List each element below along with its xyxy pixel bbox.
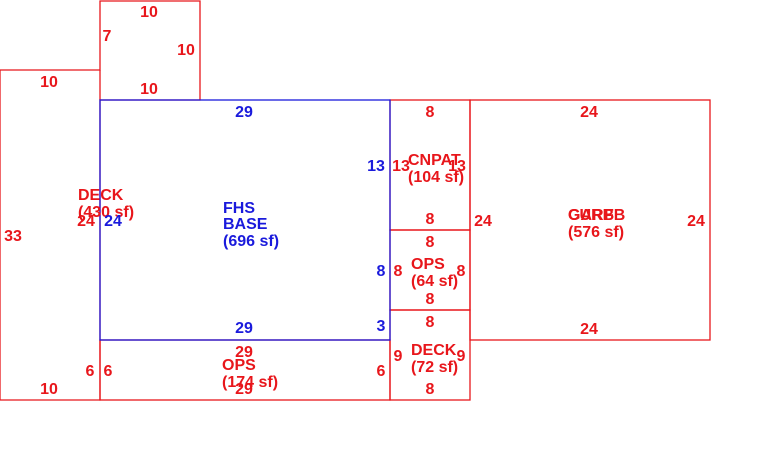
dim-base-right-bottom: 3 (377, 318, 386, 335)
dim-ops-mid-top: 8 (426, 234, 435, 251)
dim-notch-top: 10 (140, 4, 158, 21)
garage-name-c: CURB (568, 207, 614, 224)
garage-name-b: FB (604, 207, 625, 224)
ops-bottom-name: OPS (222, 357, 256, 374)
dim-ops-mid-bottom: 8 (426, 291, 435, 308)
dim-base-bottom: 29 (235, 320, 253, 337)
base-name-1: FHS (223, 200, 255, 217)
garage-name-a: GAR (568, 207, 604, 224)
base-area: (696 sf) (223, 233, 279, 250)
dim-ops-b-top: 29 (235, 344, 253, 361)
dim-base-top: 29 (235, 104, 253, 121)
dim-deck-b-right: 9 (457, 348, 466, 365)
cnpat-name: CNPAT (408, 152, 461, 169)
dim-base-right-upper: 13 (367, 158, 385, 175)
deck-bottom-area: (72 sf) (411, 359, 458, 376)
dim-deck-right-inner: 24 (77, 213, 95, 230)
dim-ops-b-right: 6 (377, 363, 386, 380)
dim-ops-b-left-inner: 6 (104, 363, 113, 380)
dim-deck-left: 33 (4, 228, 22, 245)
cnpat-area: (104 sf) (408, 169, 464, 186)
dim-garage-top: 24 (580, 104, 598, 121)
garage-area: (576 sf) (568, 224, 624, 241)
dim-deck-bottom: 10 (40, 381, 58, 398)
dim-ops-mid-right: 8 (457, 263, 466, 280)
dim-deck-b-top: 8 (426, 314, 435, 331)
dim-notch-left: 7 (103, 28, 112, 45)
dim-deck-upper-left: 10 (40, 74, 58, 91)
dim-cnpat-top: 8 (426, 104, 435, 121)
deck-bottom-name: DECK (411, 342, 457, 359)
ops-bottom-area: (174 sf) (222, 374, 278, 391)
dim-base-right-lower: 8 (377, 263, 386, 280)
dim-cnpat-left: 13 (392, 158, 410, 175)
dim-garage-right: 24 (687, 213, 705, 230)
dim-base-left: 24 (104, 213, 122, 230)
deck-top-area: (430 sf) (78, 204, 134, 221)
deck-top-name: DECK (78, 187, 124, 204)
dim-deck-b-bottom: 8 (426, 381, 435, 398)
dim-notch-right: 10 (177, 42, 195, 59)
ops-mid-name: OPS (411, 256, 445, 273)
dim-cnpat-bottom: 8 (426, 211, 435, 228)
dim-notch-bottom: 10 (140, 81, 158, 98)
dim-ops-b-bottom: 29 (235, 381, 253, 398)
base-outline (99, 99, 391, 341)
dim-garage-left: 24 (474, 213, 492, 230)
dim-ops-mid-left: 8 (394, 263, 403, 280)
garage-outline (469, 99, 711, 341)
dim-cnpat-right: 13 (448, 158, 466, 175)
dim-garage-bottom: 24 (580, 321, 598, 338)
base-name-2: BASE (223, 216, 268, 233)
ops-mid-area: (64 sf) (411, 273, 458, 290)
dim-deck-b-left: 9 (394, 348, 403, 365)
dim-ops-b-left-outer: 6 (86, 363, 95, 380)
